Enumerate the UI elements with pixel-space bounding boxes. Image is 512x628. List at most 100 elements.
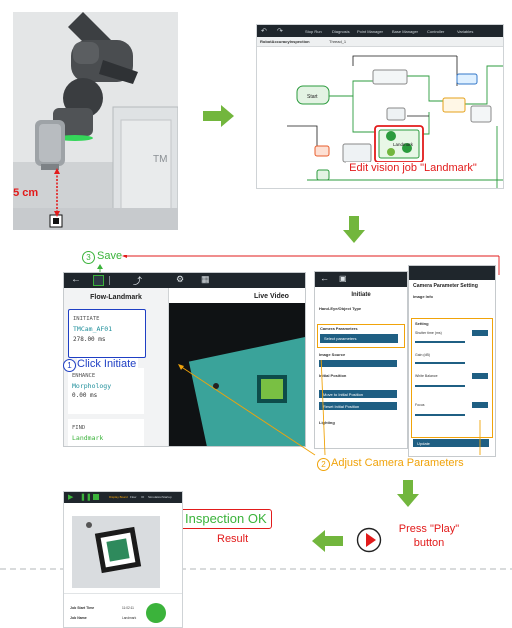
job-name-value: Landmark (122, 616, 137, 620)
arrow-right-icon (203, 105, 234, 127)
menu-controller[interactable]: Controller (427, 29, 445, 34)
result-label: Result (217, 533, 249, 545)
shutter-slider[interactable] (415, 341, 465, 343)
auto-wb-button[interactable] (472, 373, 488, 379)
image-source-button[interactable] (319, 360, 397, 367)
image-info-heading: Image Info (413, 294, 434, 299)
camera-params-box: Camera Parameters Select parameters (317, 324, 405, 348)
back-icon[interactable]: ← (71, 274, 81, 285)
initiate-panel: ← ▣ Initiate Hand-Eye/Object Type Camera… (314, 271, 408, 449)
focus-slider[interactable] (415, 414, 465, 416)
robot-photo: TM 15 cm (13, 12, 178, 230)
initiate-heading: INITIATE (73, 316, 100, 322)
menu-run[interactable]: Stop Run (305, 29, 322, 34)
undo-icon[interactable]: ↶ (261, 28, 267, 35)
camera-setting-panel: Camera Parameter Setting Image Info Sett… (408, 265, 496, 457)
wb-slider[interactable] (415, 385, 465, 387)
robot-illustration: TM (13, 12, 178, 230)
vision-job-window: ← ⤴ ⚙ ▦ Flow-Landmark INITIATE TMCam_AF0… (63, 272, 306, 447)
auto-focus-button[interactable] (472, 402, 488, 408)
play-toolbar-icon[interactable]: ▶ (68, 494, 74, 501)
arrow-down-icon (397, 480, 419, 507)
menu-simulation[interactable]: Simulation (148, 495, 163, 499)
landmark-node-label: Landmark (393, 142, 414, 147)
job-name-label: Job Name (70, 616, 87, 620)
update-label: Update (417, 441, 430, 446)
initiate-time: 278.00 ms (73, 336, 106, 343)
arrow-down-icon (343, 216, 365, 243)
menu-startup[interactable]: Startup (162, 495, 172, 499)
hand-eye-section: Hand-Eye/Object Type (319, 306, 362, 311)
focus-label: Focus (415, 403, 425, 407)
flow-editor-tabs: RobotAccuracyInspection Thread_1 (257, 37, 503, 47)
tab-thread-1[interactable]: Thread_1 (329, 39, 347, 44)
menu-io[interactable]: IO (141, 495, 145, 499)
white-balance-label: White Balance (415, 374, 438, 378)
settings-box: Setting Shutter time (ms) Gain (dB) Whit… (411, 318, 493, 438)
enhance-card[interactable]: ENHANCE Morphology 0.00 ms (68, 368, 144, 414)
chart-icon[interactable]: ⤴ (133, 276, 143, 286)
save-step-label: Save (97, 250, 123, 262)
inspection-ok-badge: Inspection OK (180, 509, 272, 529)
camera-setting-title: Camera Parameter Setting (413, 283, 478, 289)
adjust-number: 2 (317, 458, 330, 471)
menu-base-manager[interactable]: Base Manager (392, 29, 419, 34)
gain-label: Gain (dB) (415, 353, 430, 357)
auto-shutter-button[interactable] (472, 330, 488, 336)
save-icon[interactable]: ▣ (339, 274, 347, 283)
save-step-number: 3 (82, 251, 95, 264)
camera-settings-icon[interactable]: ⚙ (176, 274, 185, 284)
save-button-icon[interactable] (93, 275, 104, 286)
initiate-camera: TMCam_AF01 (73, 325, 113, 333)
redo-icon[interactable]: ↷ (277, 28, 283, 35)
result-image (72, 516, 160, 588)
enhance-name: Morphology (72, 382, 112, 390)
initial-position-heading: Initial Position (319, 373, 347, 378)
lighting-heading: Lighting (319, 420, 335, 425)
camera-params-heading: Camera Parameters (320, 326, 358, 331)
gain-slider[interactable] (415, 362, 465, 364)
job-start-label: Job Start Time (70, 606, 95, 610)
menu-diagnosis[interactable]: Diagnosis (332, 29, 350, 34)
initiate-panel-toolbar: ← ▣ (315, 272, 407, 287)
move-initial-button[interactable]: Move to Initial Position (319, 390, 397, 398)
play-icon[interactable] (356, 527, 382, 553)
menu-variables[interactable]: Variables (457, 29, 474, 34)
update-button[interactable]: Update (413, 439, 489, 447)
start-node-label: Start (307, 94, 318, 100)
find-heading: FIND (72, 425, 86, 431)
back-icon[interactable]: ← (320, 273, 329, 283)
job-start-value: 11:02:11 (122, 606, 134, 610)
vision-toolbar: ← ⤴ ⚙ ▦ (64, 273, 305, 288)
ok-status-indicator (146, 603, 166, 623)
camera-setting-toolbar (409, 266, 495, 280)
save-arrow (97, 255, 500, 277)
grid-icon[interactable]: ▦ (201, 274, 210, 284)
distance-label: 15 cm (13, 187, 39, 199)
select-params-label: Select parameters (324, 336, 357, 341)
adjust-label: Adjust Camera Parameters (331, 457, 464, 469)
tab-robot-accuracy[interactable]: RobotAccuracyInspection (260, 39, 310, 44)
flow-panel-title: Flow-Landmark (90, 294, 142, 301)
move-initial-label: Move to Initial Position (323, 392, 364, 397)
reset-initial-button[interactable]: Reset Initial Position (319, 402, 397, 410)
setting-heading: Setting (415, 321, 429, 326)
enhance-heading: ENHANCE (72, 373, 96, 379)
edit-vision-job-callout: Edit vision job "Landmark" (346, 162, 480, 175)
press-play-label-2: button (413, 537, 445, 549)
initiate-card[interactable]: INITIATE TMCam_AF01 278.00 ms (68, 309, 146, 358)
menu-point-manager[interactable]: Point Manager (357, 29, 384, 34)
menu-display-board[interactable]: Display Board (109, 495, 128, 499)
enhance-time: 0.00 ms (72, 392, 98, 399)
distance-arrow (54, 168, 60, 217)
live-video-title: Live Video (254, 293, 289, 300)
stop-toolbar-icon[interactable] (93, 494, 99, 500)
flow-editor-screenshot: ↶ ↷ Stop Run Diagnosis Point Manager Bas… (256, 24, 504, 189)
find-card[interactable]: FIND Landmark (68, 419, 144, 446)
pause-toolbar-icon[interactable]: ❚❚ (80, 494, 92, 501)
flow-editor-toolbar: ↶ ↷ Stop Run Diagnosis Point Manager Bas… (257, 25, 503, 37)
select-params-button[interactable]: Select parameters (320, 334, 398, 343)
menu-flow[interactable]: Flow (130, 495, 137, 499)
inspection-app-toolbar: ▶ ❚❚ Display Board Flow IO Simulation St… (64, 492, 182, 503)
click-initiate-label: Click Initiate (77, 358, 139, 370)
